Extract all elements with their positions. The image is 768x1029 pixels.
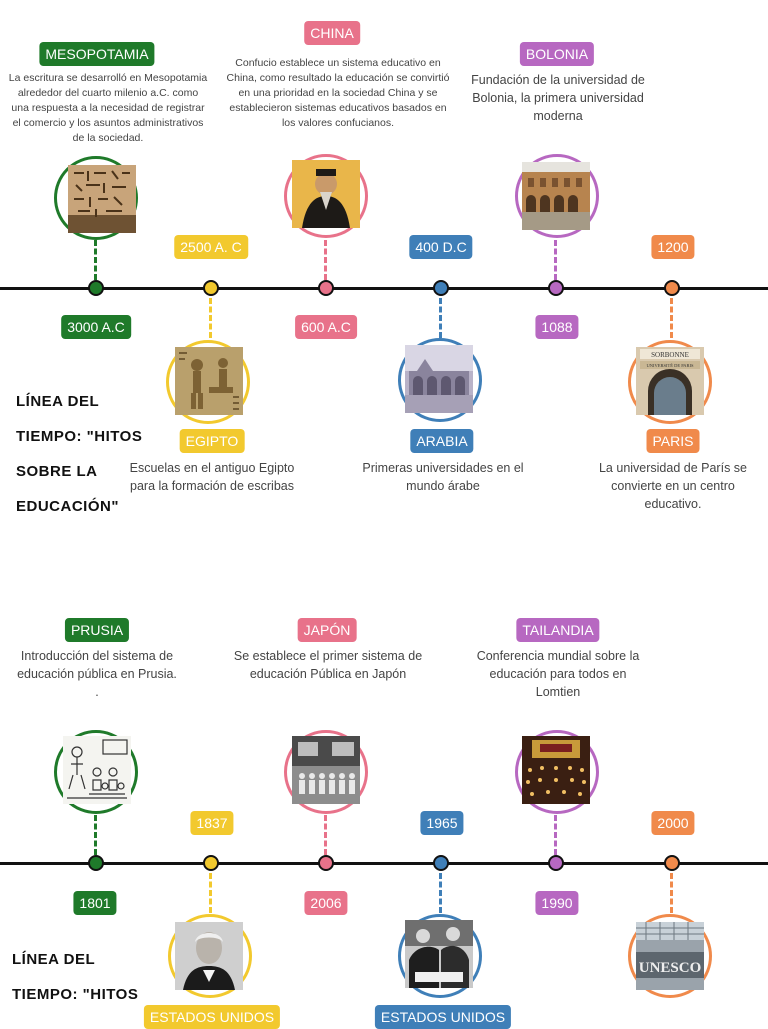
timeline1-title-line2: TIEMPO: "HITOS [16, 428, 143, 445]
egipto-year: 2500 A. C [174, 235, 248, 259]
tailandia-marker [548, 855, 564, 871]
horace-mann-portrait-icon [175, 922, 243, 990]
japon-label: JAPÓN [297, 618, 357, 642]
china-description: Confucio establece un sistema educativo … [226, 57, 450, 129]
tailandia-description: Conferencia mundial sobre la educación p… [476, 649, 640, 699]
unesco-connector [670, 873, 673, 913]
timeline1-title-line1: LÍNEA DEL [16, 393, 100, 410]
cuneiform-tablet-icon [68, 165, 136, 233]
bolonia-description: Fundación de la universidad de Bolonia, … [471, 73, 645, 123]
confucius-icon [292, 160, 360, 228]
egipto-marker [203, 280, 219, 296]
estados-unidos-2-year: 1965 [420, 811, 464, 835]
paris-year: 1200 [651, 235, 695, 259]
estados-unidos-2-connector [439, 873, 442, 913]
paris-connector [670, 298, 673, 338]
japon-marker [318, 855, 334, 871]
bolonia-marker [548, 280, 564, 296]
egyptian-relief-icon [175, 347, 243, 415]
conference-hall-icon [522, 736, 592, 804]
china-connector [324, 240, 327, 280]
china-marker [318, 280, 334, 296]
timeline2-title-line1: LÍNEA DEL [12, 951, 96, 968]
japon-description: Se establece el primer sistema de educac… [233, 649, 423, 681]
arabia-description: Primeras universidades en el mundo árabe [362, 461, 524, 493]
mesopotamia-year: 3000 A.C [61, 315, 131, 339]
tailandia-label: TAILANDIA [516, 618, 600, 642]
estados-unidos-1-label: ESTADOS UNIDOS [143, 1005, 281, 1029]
bolonia-year: 1088 [535, 315, 579, 339]
estados-unidos-2-label: ESTADOS UNIDOS [374, 1005, 512, 1029]
paris-label: PARIS [646, 429, 700, 453]
timeline2-title: LÍNEA DEL TIEMPO: "HITOS [12, 942, 152, 1012]
timeline2-axis [0, 862, 768, 865]
estados-unidos-1-connector [209, 873, 212, 913]
unesco-sign-icon: UNESCO [636, 922, 704, 990]
prusia-year: 1801 [73, 891, 117, 915]
egipto-description: Escuelas en el antiguo Egipto para la fo… [129, 461, 295, 493]
japon-connector [324, 815, 327, 855]
timeline2-title-line2: TIEMPO: "HITOS [12, 986, 139, 1003]
estados-unidos-2-marker [433, 855, 449, 871]
japon-year: 2006 [304, 891, 348, 915]
mesopotamia-connector [94, 240, 97, 280]
unesco-year: 2000 [651, 811, 695, 835]
prusia-marker [88, 855, 104, 871]
prusia-extra: . [95, 685, 99, 699]
paris-marker [664, 280, 680, 296]
egipto-label: EGIPTO [179, 429, 245, 453]
mesopotamia-marker [88, 280, 104, 296]
japanese-school-icon [292, 736, 362, 804]
prusia-description: Introducción del sistema de educación pú… [17, 649, 177, 681]
signing-ceremony-icon [405, 920, 475, 988]
estados-unidos-1-year: 1837 [190, 811, 234, 835]
arabia-marker [433, 280, 449, 296]
unesco-marker [664, 855, 680, 871]
mesopotamia-description: La escritura se desarrolló en Mesopotami… [8, 72, 208, 144]
bolonia-connector [554, 240, 557, 280]
bologna-university-icon [522, 162, 592, 230]
china-year: 600 A.C [295, 315, 357, 339]
timeline1-title: LÍNEA DEL TIEMPO: "HITOS SOBRE LA EDUCAC… [16, 384, 156, 524]
prussian-classroom-icon [63, 736, 131, 804]
estados-unidos-1-marker [203, 855, 219, 871]
tailandia-year: 1990 [535, 891, 579, 915]
arabia-label: ARABIA [410, 429, 474, 453]
egipto-connector [209, 298, 212, 338]
bolonia-label: BOLONIA [519, 42, 595, 66]
prusia-label: PRUSIA [64, 618, 130, 642]
universite-sign-text: UNIVERSITÉ DE PARIS [646, 363, 694, 368]
prusia-connector [94, 815, 97, 855]
paris-description: La universidad de París se convierte en … [598, 461, 747, 511]
sorbonne-entrance-icon: SORBONNE UNIVERSITÉ DE PARIS [636, 347, 704, 415]
unesco-sign-text: UNESCO [639, 960, 702, 976]
timeline1-title-line4: EDUCACIÓN" [16, 498, 119, 515]
tailandia-connector [554, 815, 557, 855]
timeline-axis [0, 287, 768, 290]
arabia-connector [439, 298, 442, 338]
mesopotamia-label: MESOPOTAMIA [39, 42, 155, 66]
china-label: CHINA [304, 21, 360, 45]
sorbonne-sign-text: SORBONNE [651, 351, 689, 359]
arabia-year: 400 D.C [409, 235, 473, 259]
timeline1-title-line3: SOBRE LA [16, 463, 98, 480]
arabic-courtyard-icon [405, 345, 475, 413]
